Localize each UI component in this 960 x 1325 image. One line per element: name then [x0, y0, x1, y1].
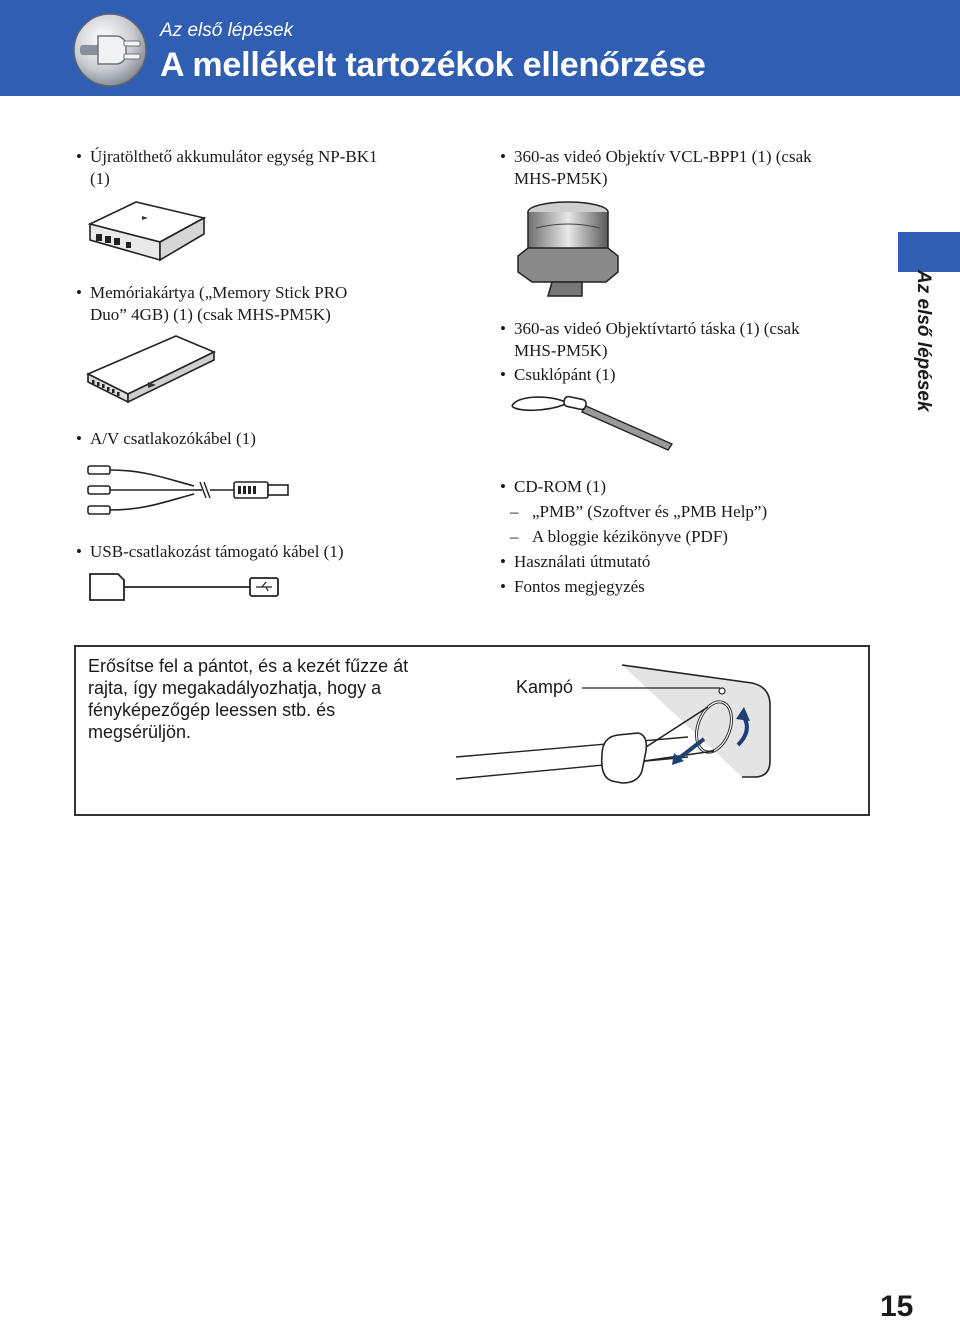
bullet: • [76, 283, 82, 302]
bullet: • [500, 552, 506, 571]
dash: – [510, 502, 519, 521]
bullet: • [500, 365, 506, 384]
item-line: 360-as videó Objektív VCL-BPP1 (1) (csak [514, 147, 812, 166]
side-tab-label: Az első lépések [913, 270, 934, 412]
note-line: fényképezőgép leessen stb. és [88, 700, 336, 720]
battery-illustration [87, 201, 207, 262]
item-line: Használati útmutató [514, 552, 651, 571]
hook-label: Kampó [516, 677, 574, 697]
bullet: • [500, 147, 506, 166]
usb-cable-illustration [89, 573, 279, 601]
item-line: USB-csatlakozást támogató kábel (1) [90, 542, 344, 561]
bullet: • [500, 319, 506, 338]
note-line: megsérüljön. [88, 722, 192, 742]
side-tab-marker [898, 232, 960, 272]
sub-item-text: A bloggie kézikönyve (PDF) [532, 527, 728, 546]
sublist-item-manual-pdf: –A bloggie kézikönyve (PDF) [510, 526, 728, 548]
av-cable-illustration [87, 465, 289, 515]
sub-item-text: „PMB” (Szoftver és „PMB Help”) [532, 502, 768, 521]
note-text: Erősítse fel a pántot, és a kezét fűzze … [88, 655, 468, 743]
item-line: MHS-PM5K) [514, 169, 608, 188]
bullet: • [500, 477, 506, 496]
item-line: 360-as videó Objektívtartó táska (1) (cs… [514, 319, 800, 338]
memory-card-illustration [86, 335, 216, 404]
item-line: Újratölthető akkumulátor egység NP-BK1 [90, 147, 378, 166]
note-box: Erősítse fel a pántot, és a kezét fűzze … [74, 645, 870, 816]
header-bar: Az első lépések A mellékelt tartozékok e… [0, 0, 960, 96]
note-line: rajta, így megakadályozhatja, hogy a [88, 678, 382, 698]
bullet: • [500, 577, 506, 596]
item-line: Csuklópánt (1) [514, 365, 616, 384]
page-number: 15 [880, 1290, 914, 1323]
page-title: A mellékelt tartozékok ellenőrzése [160, 46, 706, 84]
side-tab-label-wrap: Az első lépések [884, 270, 954, 450]
item-line: A/V csatlakozókábel (1) [90, 429, 256, 448]
note-line: Erősítse fel a pántot, és a kezét fűzze … [88, 656, 409, 676]
item-line: CD-ROM (1) [514, 477, 607, 496]
item-line: Memóriakártya („Memory Stick PRO [90, 283, 348, 302]
wrist-strap-illustration [511, 395, 674, 451]
bullet: • [76, 147, 82, 166]
bullet: • [76, 429, 82, 448]
item-line: Duo” 4GB) (1) (csak MHS-PM5K) [90, 305, 331, 324]
chapter-label: Az első lépések [160, 20, 294, 41]
item-line: MHS-PM5K) [514, 341, 608, 360]
dash: – [510, 527, 519, 546]
plug-icon [73, 13, 147, 87]
sublist-item-pmb: –„PMB” (Szoftver és „PMB Help”) [510, 501, 767, 523]
item-line: Fontos megjegyzés [514, 577, 645, 596]
lens-illustration [517, 201, 619, 297]
bullet: • [76, 542, 82, 561]
strap-attach-illustration [455, 664, 771, 784]
item-line: (1) [90, 169, 110, 188]
